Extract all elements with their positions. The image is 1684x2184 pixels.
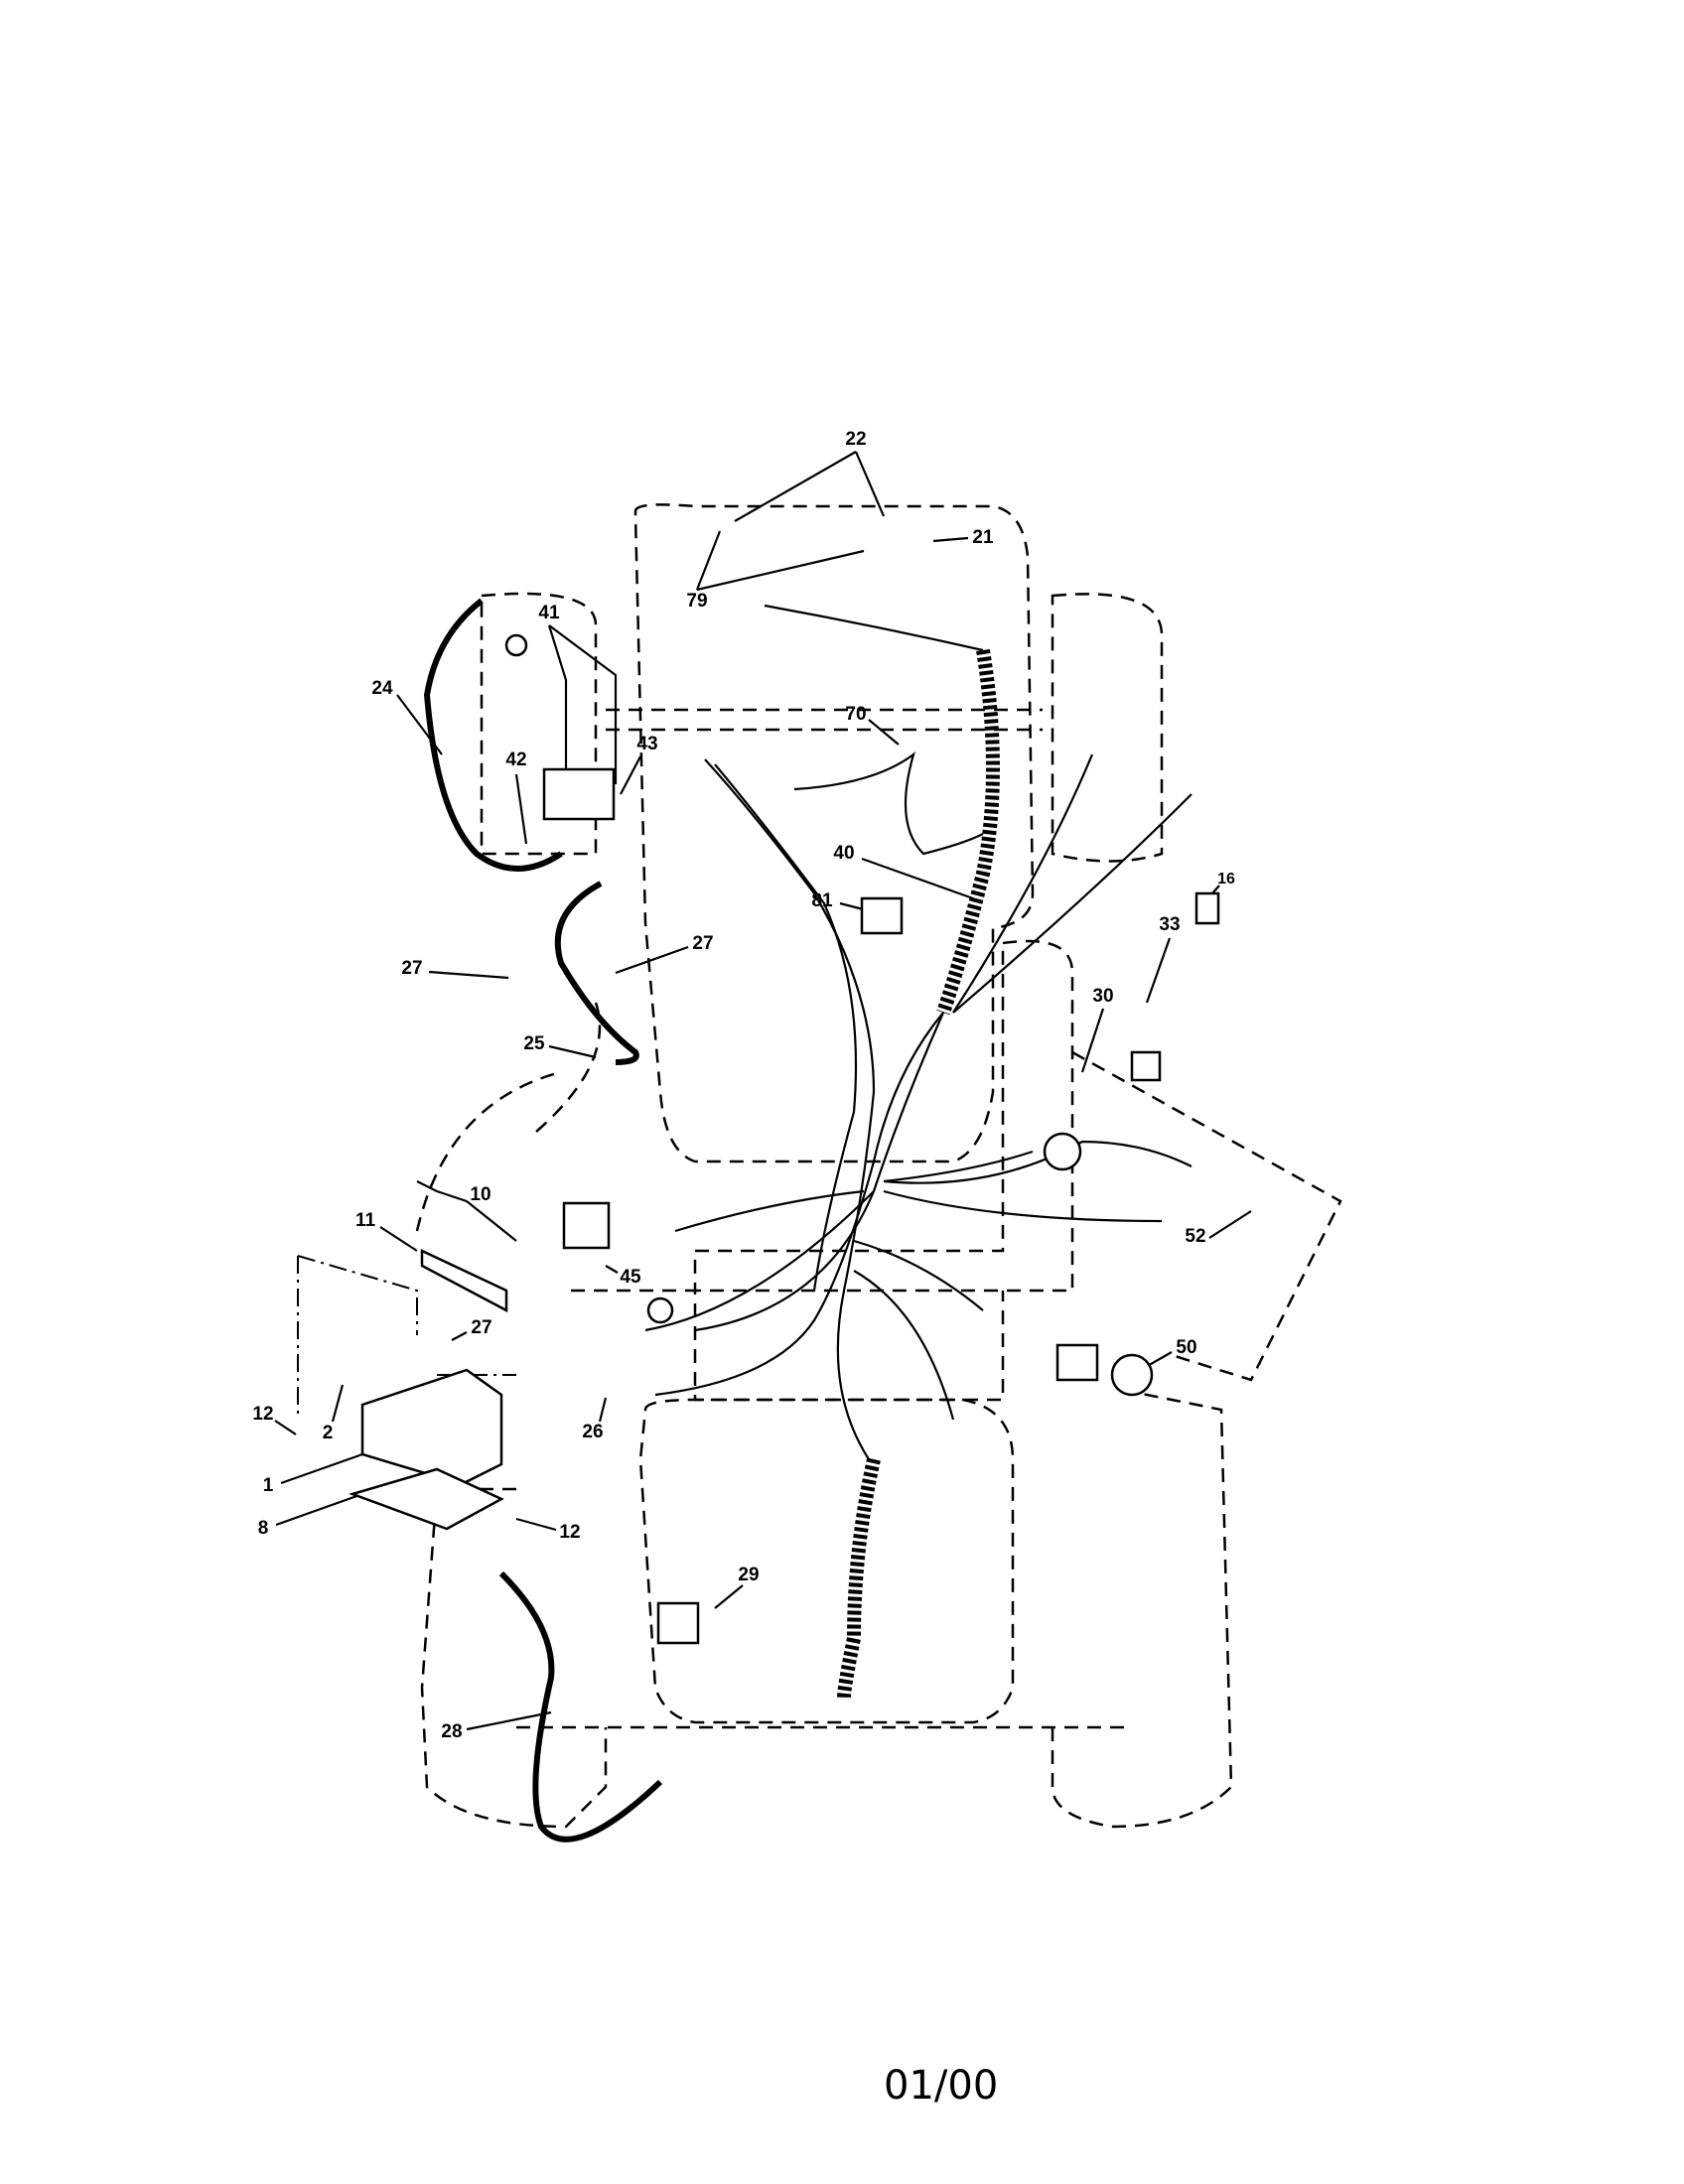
callout-27-c: 27 [471,1317,492,1338]
callout-16: 16 [1217,871,1235,887]
callout-70: 70 [845,704,867,725]
callout-2: 2 [322,1423,334,1443]
callout-24: 24 [371,678,393,699]
callout-45: 45 [620,1267,641,1288]
callout-50: 50 [1176,1337,1197,1358]
callout-25: 25 [523,1033,545,1054]
callout-27-b: 27 [692,933,714,954]
callout-11: 11 [354,1210,376,1231]
callout-33: 33 [1159,914,1181,935]
callout-12-b: 12 [559,1522,581,1543]
callout-10: 10 [470,1184,491,1205]
callout-1: 1 [262,1475,274,1496]
callout-79: 79 [686,591,708,612]
callout-40: 40 [833,843,855,864]
callout-27-a: 27 [401,958,423,979]
callout-22: 22 [845,429,867,450]
callout-30: 30 [1092,986,1114,1007]
callout-81: 81 [811,890,833,911]
callout-26: 26 [582,1422,604,1442]
callout-8: 8 [257,1518,269,1539]
callout-29: 29 [738,1565,760,1585]
footer-revision-code: 01/00 [884,2063,999,2109]
callout-43: 43 [636,734,658,754]
callout-42: 42 [505,750,527,770]
callout-41: 41 [538,603,560,623]
callout-52: 52 [1185,1226,1206,1247]
callout-12-a: 12 [252,1404,274,1425]
callout-21: 21 [972,527,994,548]
callout-28: 28 [441,1721,463,1742]
